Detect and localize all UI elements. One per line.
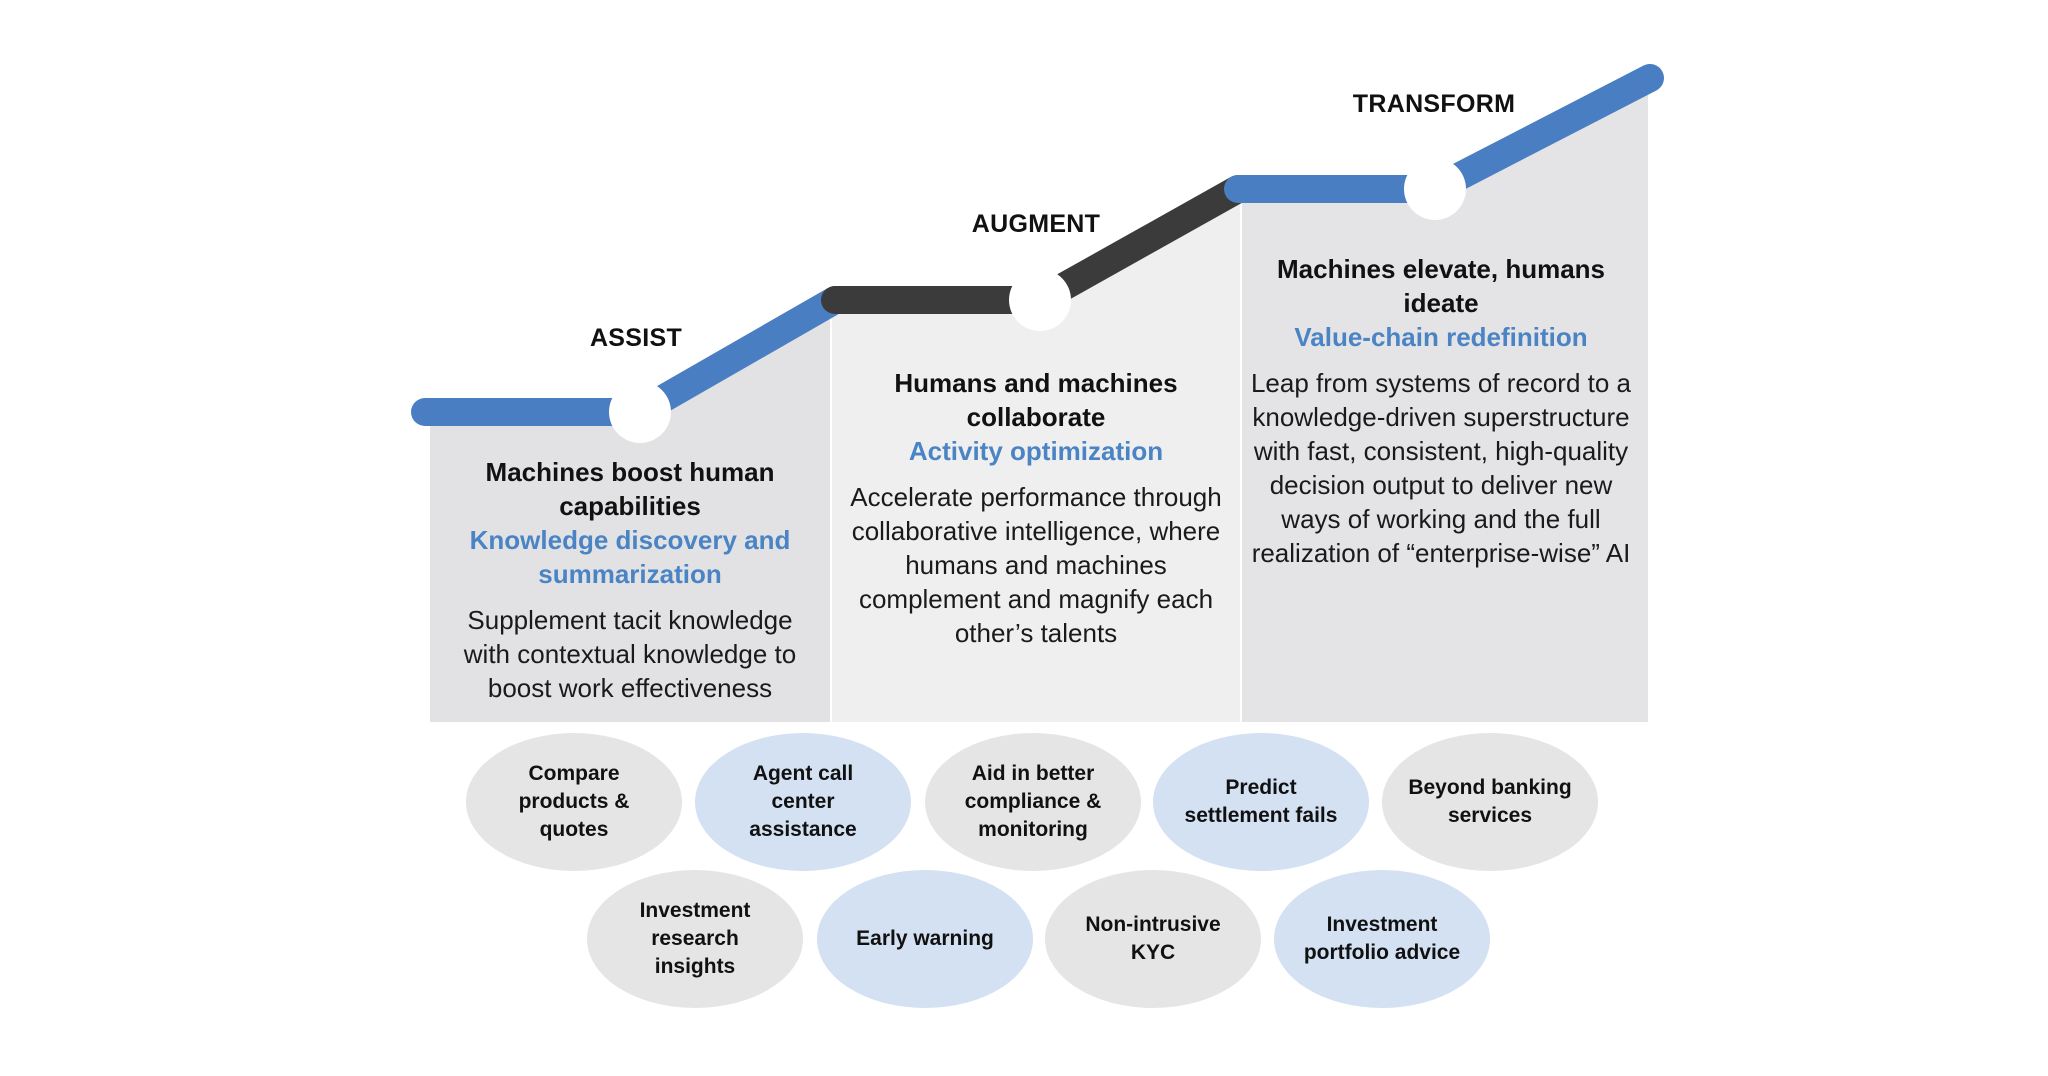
stage-subhead: Value-chain redefinition (1294, 322, 1588, 352)
milestone-circle-augment (1009, 269, 1071, 331)
stage-subhead: Knowledge discovery and summarization (469, 525, 791, 589)
use-case-bubble: Beyond banking services (1382, 733, 1598, 871)
stage-label-augment: AUGMENT (971, 210, 1101, 238)
stage-block-transform: Machines elevate, humans ideate Value-ch… (1246, 252, 1636, 570)
use-case-bubble: Investment research insights (587, 870, 803, 1008)
stage-label-transform: TRANSFORM (1352, 90, 1516, 118)
stage-headline: Humans and machines collaborate (894, 368, 1178, 432)
stage-block-assist: Machines boost human capabilities Knowle… (445, 455, 815, 705)
use-case-bubble: Non-intrusive KYC (1045, 870, 1261, 1008)
use-case-bubble: Predict settlement fails (1153, 733, 1369, 871)
use-case-bubble: Aid in better compliance & monitoring (925, 733, 1141, 871)
use-case-bubble: Compare products & quotes (466, 733, 682, 871)
use-case-bubble: Early warning (817, 870, 1033, 1008)
panel-augment (832, 189, 1240, 722)
stage-subhead: Activity optimization (908, 436, 1164, 466)
stage-label-assist: ASSIST (589, 324, 683, 352)
use-case-bubble: Agent call center assistance (695, 733, 911, 871)
stage-headline: Machines boost human capabilities (485, 457, 775, 521)
stage-description: Leap from systems of record to a knowled… (1250, 368, 1632, 568)
milestone-circle-transform (1404, 158, 1466, 220)
stage-description: Accelerate performance through collabora… (850, 482, 1222, 648)
panel-transform (1242, 80, 1648, 722)
stage-headline: Machines elevate, humans ideate (1276, 254, 1606, 318)
milestone-circle-assist (609, 381, 671, 443)
stage-block-augment: Humans and machines collaborate Activity… (846, 366, 1226, 650)
stage-description: Supplement tacit knowledge with contextu… (463, 605, 797, 703)
use-case-bubble: Investment portfolio advice (1274, 870, 1490, 1008)
panel-assist (430, 300, 830, 722)
